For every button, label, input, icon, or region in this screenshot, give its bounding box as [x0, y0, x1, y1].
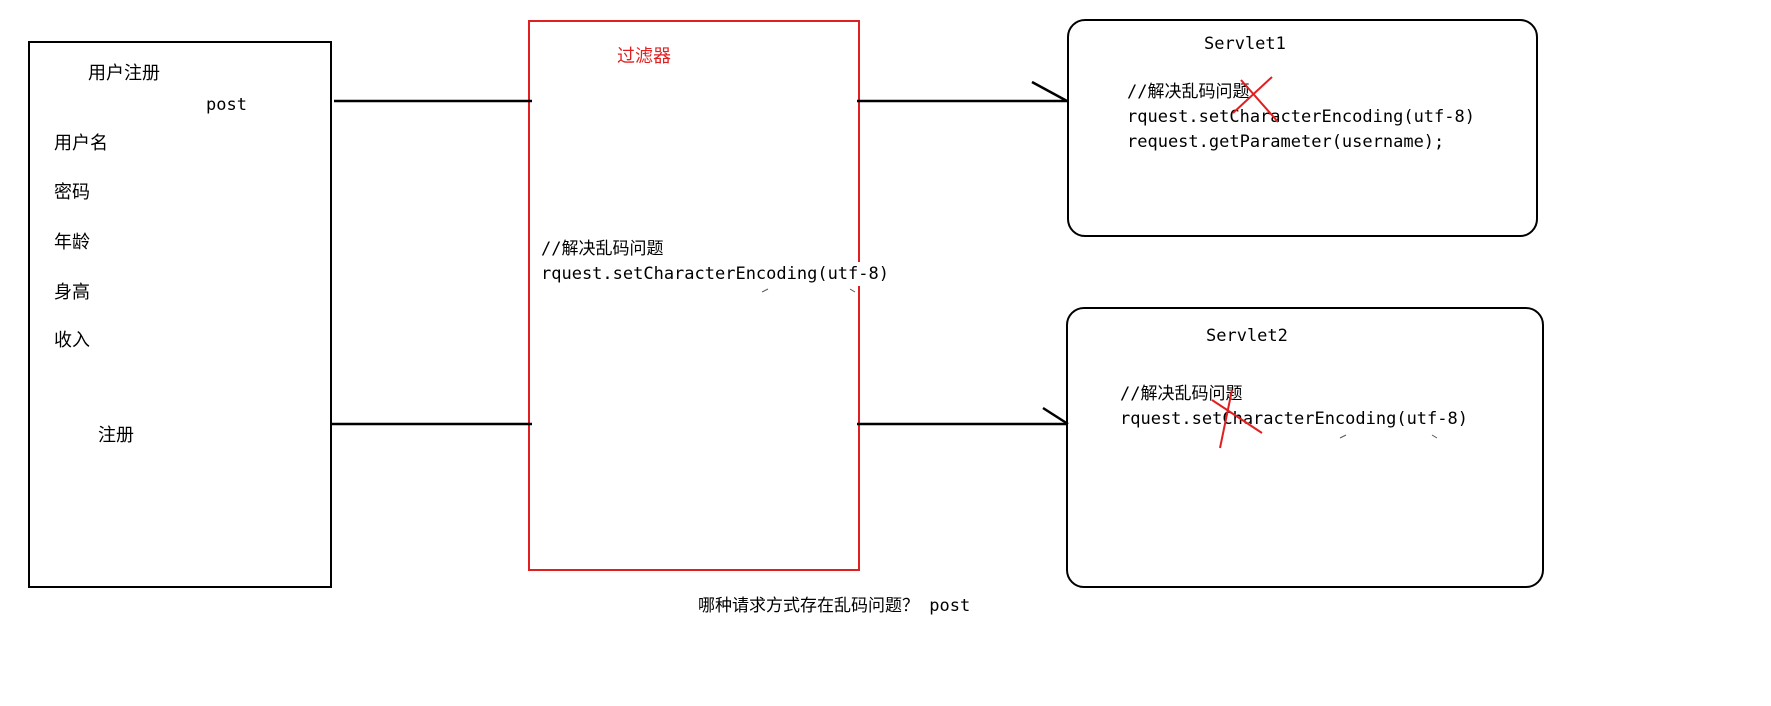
cross-mark-servlet2: [1211, 399, 1263, 434]
tick-mark: [849, 288, 856, 293]
form-title: 用户注册: [88, 63, 160, 84]
registration-form-box: [28, 41, 332, 588]
form-method: post: [206, 95, 247, 115]
filter-code-line: rquest.setCharacterEncoding(utf-8): [541, 262, 889, 286]
question-text: 哪种请求方式存在乱码问题？ post: [698, 596, 971, 616]
register-button[interactable]: 注册: [98, 425, 134, 446]
tick-mark: [1339, 434, 1347, 439]
cross-mark-servlet1: [1232, 76, 1273, 114]
servlet1-box: [1067, 19, 1538, 237]
servlet1-title: Servlet1: [1204, 34, 1286, 54]
tick-mark: [761, 288, 769, 293]
arrowhead-servlet2: [1042, 406, 1069, 426]
cross-mark-servlet1: [1240, 79, 1279, 123]
field-password: 密码: [54, 182, 90, 203]
field-username: 用户名: [54, 133, 108, 154]
field-income: 收入: [54, 330, 90, 351]
tick-mark: [1431, 434, 1438, 439]
servlet2-box: [1066, 307, 1544, 588]
field-age: 年龄: [54, 232, 90, 253]
arrowhead-servlet1: [1031, 80, 1068, 103]
servlet1-code-line2: request.getParameter(username);: [1127, 132, 1445, 152]
servlet2-comment: //解决乱码问题: [1120, 384, 1243, 404]
field-height: 身高: [54, 282, 90, 303]
servlet2-title: Servlet2: [1206, 326, 1288, 346]
servlet2-code-line: rquest.setCharacterEncoding(utf-8): [1120, 409, 1468, 429]
cross-mark-servlet2: [1219, 389, 1233, 449]
servlet1-comment: //解决乱码问题: [1127, 82, 1250, 102]
servlet1-code-line1: rquest.setCharacterEncoding(utf-8): [1127, 107, 1475, 127]
filter-title: 过滤器: [617, 46, 671, 67]
filter-box: [528, 20, 860, 571]
filter-comment: //解决乱码问题: [541, 237, 664, 261]
